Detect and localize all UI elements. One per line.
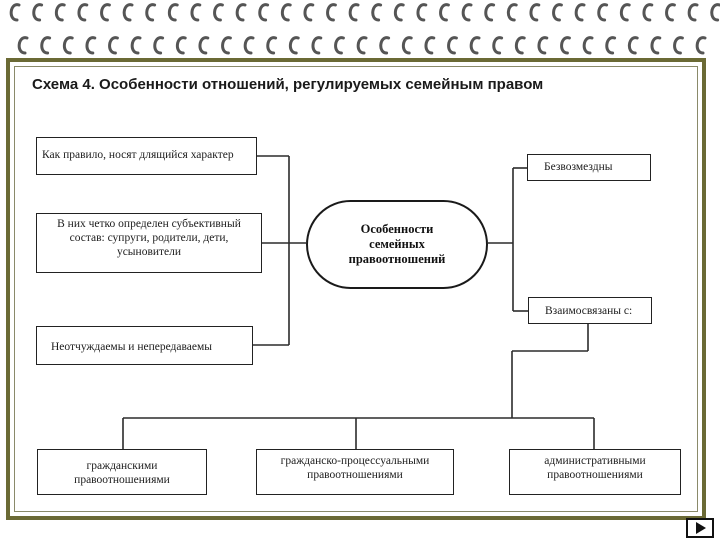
- spiral-ring: [145, 3, 157, 22]
- related-administrative: административными правоотношениями: [509, 449, 681, 495]
- related-admin-line-1: административными: [544, 455, 646, 467]
- related-civil-line-2: правоотношениями: [74, 474, 170, 486]
- spiral-ring: [213, 3, 224, 22]
- spiral-ring: [574, 3, 586, 22]
- spiral-ring: [9, 3, 21, 22]
- spiral-ring: [642, 3, 654, 22]
- feature-long-lasting-label: Как правило, носят длящийся характер: [42, 149, 234, 161]
- spiral-binding-top: [9, 3, 720, 22]
- spiral-ring: [243, 36, 255, 55]
- spiral-ring: [469, 36, 481, 55]
- spiral-ring: [288, 36, 300, 55]
- spiral-ring: [514, 36, 526, 55]
- spiral-ring: [100, 3, 111, 22]
- spiral-ring: [695, 36, 707, 55]
- spiral-ring: [605, 36, 617, 55]
- spiral-ring: [77, 3, 89, 22]
- spiral-ring: [687, 3, 699, 22]
- spiral-ring: [62, 36, 74, 55]
- feature-subjects-line-1: В них четко определен субъективный: [57, 218, 241, 230]
- diagram-title: Схема 4. Особенности отношений, регулиру…: [32, 76, 544, 93]
- feature-inalienable-label: Неотчуждаемы и непередаваемы: [51, 341, 212, 353]
- spiral-ring: [424, 36, 436, 55]
- feature-gratuitous: Безвозмездны: [527, 154, 651, 181]
- spiral-ring: [619, 3, 631, 22]
- spiral-ring: [416, 3, 428, 22]
- spiral-ring: [311, 36, 323, 55]
- spiral-ring: [673, 36, 684, 55]
- spiral-ring: [650, 36, 662, 55]
- spiral-ring: [167, 3, 179, 22]
- feature-subjects-line-3: усыновители: [116, 246, 182, 258]
- spiral-ring: [401, 36, 413, 55]
- spiral-ring: [175, 36, 187, 55]
- feature-interrelated: Взаимосвязаны с:: [528, 297, 652, 324]
- spiral-ring: [484, 3, 496, 22]
- spiral-ring: [40, 36, 52, 55]
- spiral-ring: [280, 3, 292, 22]
- spiral-ring: [303, 3, 315, 22]
- spiral-binding-second: [17, 36, 707, 55]
- spiral-ring: [665, 3, 676, 22]
- related-civil-procedural: гражданско-процессуальными правоотношени…: [256, 449, 454, 495]
- spiral-ring: [153, 36, 165, 55]
- feature-interrelated-label: Взаимосвязаны с:: [545, 305, 633, 317]
- feature-inalienable: Неотчуждаемы и непередаваемы: [36, 326, 253, 365]
- feature-subjects-line-2: состав: супруги, родители, дети,: [69, 232, 229, 244]
- spiral-ring: [266, 36, 278, 55]
- spiral-ring: [492, 36, 504, 55]
- related-procedural-line-2: правоотношениями: [307, 469, 403, 481]
- spiral-ring: [221, 36, 232, 55]
- spiral-ring: [506, 3, 518, 22]
- spiral-ring: [334, 36, 345, 55]
- spiral-ring: [529, 3, 541, 22]
- spiral-ring: [108, 36, 119, 55]
- next-slide-button[interactable]: [686, 518, 714, 538]
- spiral-ring: [537, 36, 549, 55]
- spiral-ring: [54, 3, 66, 22]
- spiral-ring: [393, 3, 405, 22]
- spiral-ring: [560, 36, 571, 55]
- spiral-ring: [582, 36, 594, 55]
- spiral-ring: [710, 3, 720, 22]
- spiral-ring: [32, 3, 44, 22]
- related-civil: гражданскими правоотношениями: [37, 449, 207, 495]
- play-next-icon: [696, 522, 706, 534]
- spiral-ring: [379, 36, 391, 55]
- feature-long-lasting: Как правило, носят длящийся характер: [36, 137, 257, 175]
- feature-defined-subjects: В них четко определен субъективный соста…: [36, 213, 262, 273]
- spiral-ring: [597, 3, 609, 22]
- spiral-ring: [371, 3, 383, 22]
- feature-gratuitous-label: Безвозмездны: [544, 161, 613, 173]
- central-node-line-1: Особенности: [360, 222, 434, 236]
- spiral-ring: [85, 36, 97, 55]
- spiral-ring: [348, 3, 360, 22]
- related-civil-line-1: гражданскими: [86, 460, 158, 472]
- spiral-ring: [447, 36, 458, 55]
- spiral-ring: [439, 3, 450, 22]
- spiral-ring: [17, 36, 29, 55]
- related-procedural-line-1: гражданско-процессуальными: [280, 455, 430, 467]
- spiral-ring: [552, 3, 563, 22]
- spiral-ring: [198, 36, 210, 55]
- related-admin-line-2: правоотношениями: [547, 469, 643, 481]
- spiral-ring: [122, 3, 134, 22]
- central-node-line-3: правоотношений: [348, 252, 446, 266]
- spiral-ring: [627, 36, 639, 55]
- spiral-ring: [258, 3, 270, 22]
- central-node: Особенности семейных правоотношений: [306, 200, 488, 289]
- spiral-ring: [461, 3, 473, 22]
- slide-inner-frame: [14, 66, 698, 512]
- spiral-ring: [190, 3, 202, 22]
- spiral-ring: [235, 3, 247, 22]
- spiral-ring: [356, 36, 368, 55]
- central-node-line-2: семейных: [369, 237, 425, 251]
- spiral-ring: [326, 3, 337, 22]
- spiral-ring: [130, 36, 142, 55]
